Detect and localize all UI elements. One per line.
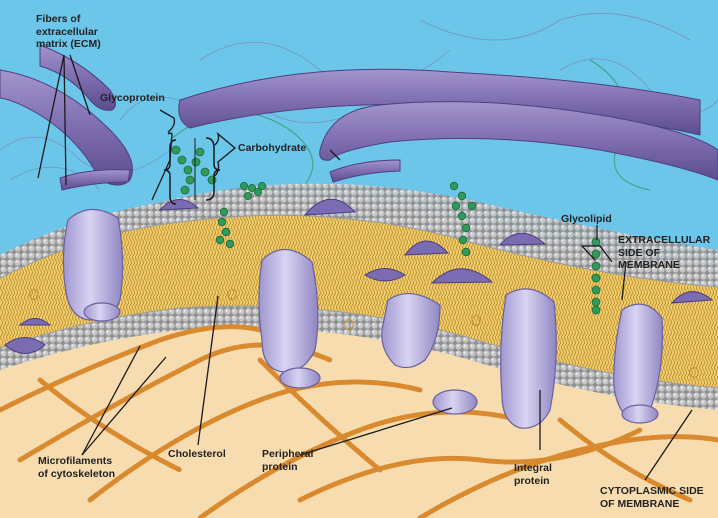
ecm-fibers-label: Fibers of extracellular matrix (ECM) [36, 13, 101, 50]
membrane-surface [150, 183, 718, 266]
extracellular-side-label: EXTRACELLULAR SIDE OF MEMBRANE [618, 234, 711, 271]
leader-lines [37, 54, 693, 481]
integral-protein-label: Integral protein [514, 462, 552, 487]
ecm-fibers [0, 44, 718, 191]
cytoplasmic-side-label: CYTOPLASMIC SIDE OF MEMBRANE [600, 485, 704, 510]
cholesterol-label: Cholesterol [168, 448, 226, 460]
integral-proteins [62, 208, 664, 429]
cholesterol-molecules [29, 288, 699, 379]
glycoprotein-bracket [163, 139, 177, 205]
microfilaments-label: Microfilaments of cytoskeleton [38, 455, 116, 480]
glycoprotein-label: Glycoprotein [100, 92, 165, 104]
carbohydrate-chains [171, 145, 601, 315]
surface-proteins [4, 198, 714, 354]
glycolipid-label: Glycolipid [561, 213, 612, 225]
peripheral-protein-label: Peripheral protein [262, 448, 314, 473]
carbohydrate-bracket [205, 137, 221, 201]
carbohydrate-label: Carbohydrate [238, 142, 307, 154]
